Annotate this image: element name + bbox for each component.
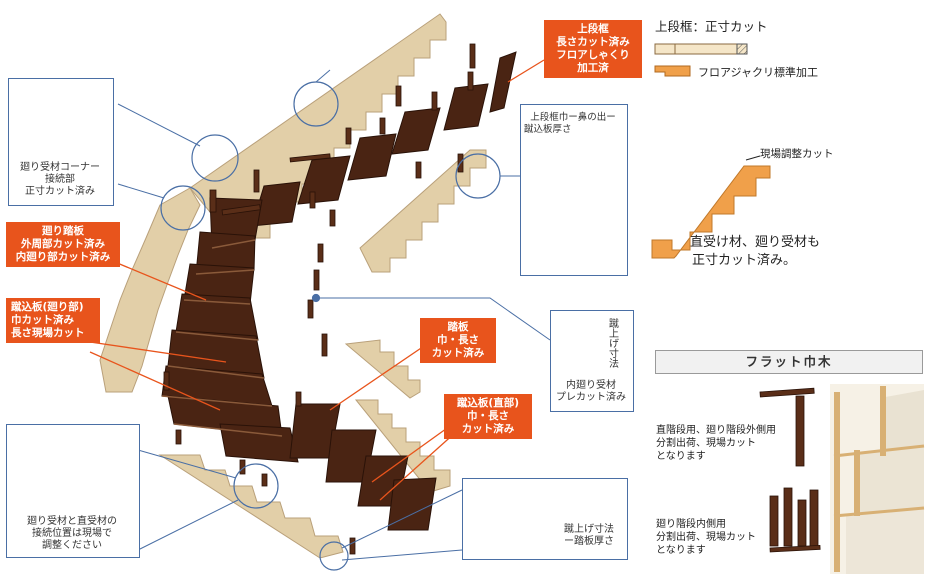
straight-tread <box>387 477 437 531</box>
straight-tread <box>489 51 517 113</box>
riser-board <box>317 243 324 263</box>
riser-board <box>221 204 261 216</box>
joint-caption: 廻り受材と直受材の 接続位置は現場で 調整ください <box>27 516 117 551</box>
lower-stringer <box>158 454 344 559</box>
winder-tread <box>219 423 299 463</box>
tread-nosings <box>161 239 283 437</box>
upper-outer-stringer <box>189 13 447 257</box>
straight-tread <box>347 133 397 181</box>
flat-note-bottom: 廻り階段内側用 分割出荷、現場カット となります <box>656 519 756 556</box>
joint-detail-box <box>6 424 140 558</box>
right-stringer <box>359 149 487 273</box>
site-cut-stair-icon <box>651 155 771 259</box>
callout-leaders <box>89 59 545 501</box>
left-outer-stringer <box>99 187 201 393</box>
callout-straight-tread: 踏板 巾・長さ カット済み <box>420 318 496 363</box>
inner-support-caption: 内廻り受材 プレカット済み <box>556 380 626 403</box>
skirting-boards <box>759 387 821 553</box>
callout-winder-riser: 蹴込板(廻り部) 巾カット済み 長さ現場カット <box>6 298 100 343</box>
treads <box>161 51 517 531</box>
right-lower-stringer <box>354 399 451 493</box>
riser-board <box>295 391 302 407</box>
upper-frame-legend-title: 上段框：正寸カット <box>655 19 768 34</box>
middle-small-stringer <box>344 339 421 399</box>
flat-skirting-title: フラット巾木 <box>655 350 923 374</box>
connector-lines <box>117 69 551 561</box>
bottom-riser-box <box>462 478 628 560</box>
riser-board <box>321 333 328 357</box>
riser-board <box>307 299 314 319</box>
inner-support-box <box>550 310 634 412</box>
riser-board <box>431 91 438 111</box>
callout-upper-frame: 上段框 長さカット済み フロアしゃくり 加工済 <box>544 20 642 78</box>
straight-tread <box>443 83 489 131</box>
straight-tread <box>391 107 441 155</box>
riser-board <box>253 169 260 193</box>
riser-board <box>313 269 320 291</box>
riser-board <box>289 153 331 163</box>
callout-straight-riser: 蹴込板(直部) 巾・長さ カット済み <box>444 394 532 439</box>
callout-winder-tread: 廻り踏板 外周部カット済み 内廻り部カット済み <box>6 222 120 267</box>
riser-board <box>163 371 170 391</box>
flat-note-top: 直階段用、廻り階段外側用 分割出荷、現場カット となります <box>656 425 776 462</box>
upper-frame-width-caption: 上段框巾ー鼻の出ー 蹴込板厚さ <box>524 112 616 135</box>
inner-support-dim: 蹴上げ寸法 <box>606 318 618 368</box>
riser-board <box>467 71 474 91</box>
riser-board <box>379 117 386 135</box>
riser-board <box>349 537 356 555</box>
riser-board <box>309 191 316 209</box>
riser-board <box>395 85 402 107</box>
riser-board <box>261 473 268 487</box>
upper-frame-legend-icon <box>654 43 748 77</box>
riser-board <box>415 161 422 179</box>
skirting-photo <box>830 384 925 574</box>
floor-jack-label: フロアジャクリ標準加工 <box>698 66 819 79</box>
upper-frame-width-box <box>520 104 628 276</box>
bottom-riser-caption: 蹴上げ寸法 ー踏板厚さ <box>564 524 614 547</box>
site-cut-label: 現場調整カット <box>760 148 834 160</box>
supports-note: 直受け材、廻り受材も 正寸カット済み。 <box>690 235 821 268</box>
riser-boards <box>163 43 476 555</box>
corner-caption: 廻り受材コーナー 接続部 正寸カット済み <box>20 162 100 197</box>
riser-board <box>329 209 336 227</box>
riser-board <box>209 189 217 213</box>
riser-board <box>469 43 476 69</box>
riser-board <box>345 127 352 145</box>
corner-detail-box <box>8 78 114 206</box>
riser-board <box>175 429 182 445</box>
